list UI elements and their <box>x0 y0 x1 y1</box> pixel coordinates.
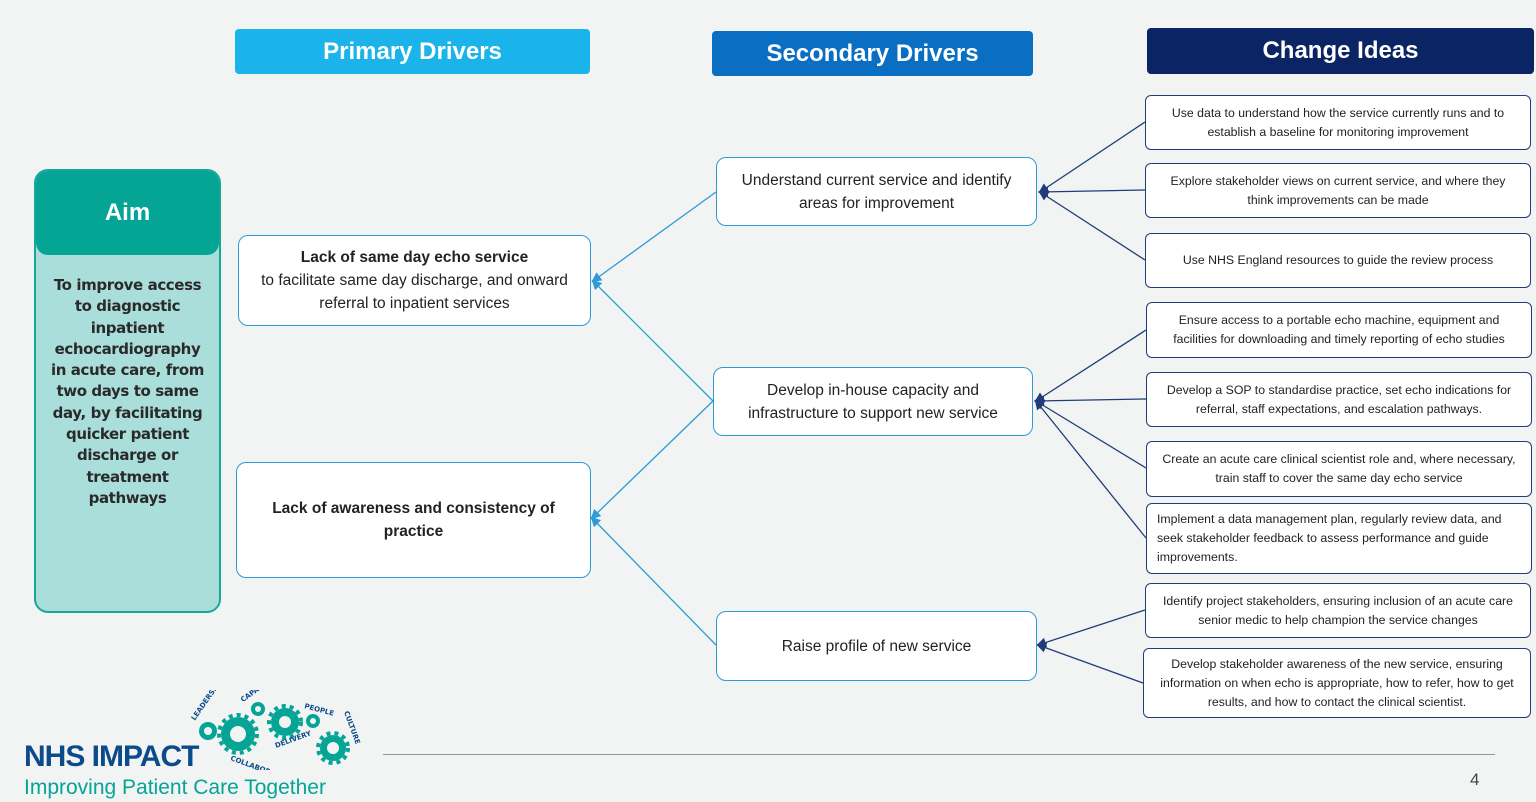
primary-driver-1-text: to facilitate same day discharge, and on… <box>261 272 568 312</box>
link-idea8-sec3 <box>1036 609 1146 648</box>
link-idea6-sec2 <box>1034 399 1147 469</box>
link-idea3-sec1 <box>1038 190 1146 261</box>
change-idea-4: Ensure access to a portable echo machine… <box>1146 302 1532 358</box>
link-idea1-sec1 <box>1038 121 1146 194</box>
aim-card: Aim To improve access to diagnostic inpa… <box>34 169 221 613</box>
link-sec2-pri1 <box>591 279 714 402</box>
link-idea5-sec2 <box>1034 395 1147 406</box>
secondary-driver-3: Raise profile of new service <box>716 611 1037 681</box>
gear-word-culture: CULTURE <box>342 710 361 746</box>
link-sec3-pri2 <box>590 516 717 646</box>
gear-word-people: PEOPLE <box>303 702 334 718</box>
gear-word-leadership: LEADERSHIP <box>190 690 225 722</box>
change-idea-3: Use NHS England resources to guide the r… <box>1145 233 1531 288</box>
link-idea2-sec1 <box>1038 186 1146 197</box>
link-idea9-sec3 <box>1036 643 1144 684</box>
footer-divider <box>383 754 1495 755</box>
gear-word-collaboration: COLLABORATION <box>229 754 294 770</box>
page-number: 4 <box>1470 770 1480 789</box>
link-idea4-sec2 <box>1034 329 1147 403</box>
change-idea-9: Develop stakeholder awareness of the new… <box>1143 648 1531 718</box>
primary-driver-1: Lack of same day echo service to facilit… <box>238 235 591 326</box>
primary-driver-2: Lack of awareness and consistency of pra… <box>236 462 591 578</box>
link-sec2-pri2 <box>590 400 714 520</box>
aim-title: Aim <box>36 171 219 255</box>
primary-drivers-header: Primary Drivers <box>235 29 590 74</box>
change-idea-5: Develop a SOP to standardise practice, s… <box>1146 372 1532 427</box>
primary-driver-2-bold: Lack of awareness and consistency of pra… <box>272 500 555 540</box>
secondary-driver-1: Understand current service and identify … <box>716 157 1037 226</box>
secondary-drivers-header: Secondary Drivers <box>712 31 1033 76</box>
link-sec1-pri1 <box>591 191 717 283</box>
logo-title: NHS IMPACT <box>24 740 199 773</box>
logo-subtitle: Improving Patient Care Together <box>24 776 326 799</box>
nhs-impact-gears-logo: LEADERSHIP CAPABILITY PEOPLE CULTURE DEL… <box>190 690 362 770</box>
change-ideas-header: Change Ideas <box>1147 28 1534 74</box>
change-idea-8: Identify project stakeholders, ensuring … <box>1145 583 1531 638</box>
change-idea-7: Implement a data management plan, regula… <box>1146 503 1532 574</box>
change-idea-6: Create an acute care clinical scientist … <box>1146 441 1532 497</box>
aim-text: To improve access to diagnostic inpatien… <box>50 276 205 507</box>
gear-word-capability: CAPABILITY <box>239 690 281 704</box>
link-idea7-sec2 <box>1034 399 1147 539</box>
change-idea-2: Explore stakeholder views on current ser… <box>1145 163 1531 218</box>
primary-driver-1-bold: Lack of same day echo service <box>300 249 529 266</box>
change-idea-1: Use data to understand how the service c… <box>1145 95 1531 150</box>
secondary-driver-2: Develop in-house capacity and infrastruc… <box>713 367 1033 436</box>
